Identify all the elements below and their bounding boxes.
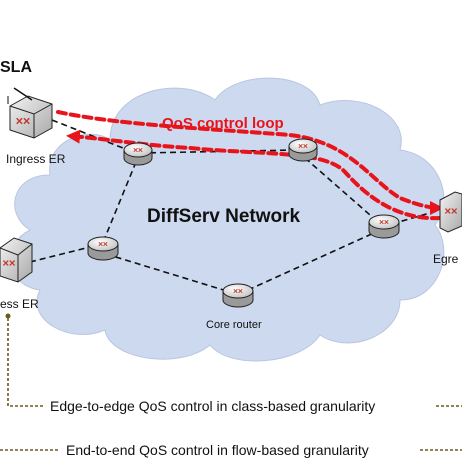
core-router-3 [368, 214, 400, 239]
link-r4-core [105, 253, 231, 293]
egress-label: Egre [433, 252, 459, 266]
loop-forward-path [56, 110, 444, 215]
edge-to-edge-label: Edge-to-edge QoS control in class-based … [50, 398, 375, 414]
link-ingress-left-r4 [29, 246, 91, 263]
ingress-left-label: ess ER [0, 297, 39, 311]
core-router-4 [87, 236, 119, 261]
core-router-5 [222, 283, 254, 308]
sla-pointer [7, 87, 33, 104]
link-core-r3 [247, 231, 377, 291]
ingress-router-top [9, 95, 53, 139]
core-router-2 [288, 138, 318, 162]
link-ingress-top-r1 [51, 119, 129, 151]
link-r2-r3 [304, 157, 379, 223]
ingress-top-label: Ingress ER [6, 152, 66, 166]
link-r1-r4 [103, 161, 137, 241]
core-router-label: Core router [206, 319, 262, 331]
qos-control-loop [56, 110, 444, 221]
qos-loop-label: QoS control loop [162, 115, 284, 132]
link-r1-r2 [139, 149, 299, 154]
loop-return-path [66, 129, 442, 221]
granularity-brackets [0, 318, 462, 451]
bracket-anchor-dot [5, 313, 11, 319]
sla-label: SLA [0, 59, 32, 76]
core-router-1 [123, 142, 153, 166]
network-label: DiffServ Network [147, 206, 301, 227]
end-to-end-label: End-to-end QoS control in flow-based gra… [66, 442, 369, 458]
ingress-router-left [0, 237, 33, 283]
egress-router [439, 191, 462, 233]
edge-to-edge-bracket [7, 318, 44, 407]
